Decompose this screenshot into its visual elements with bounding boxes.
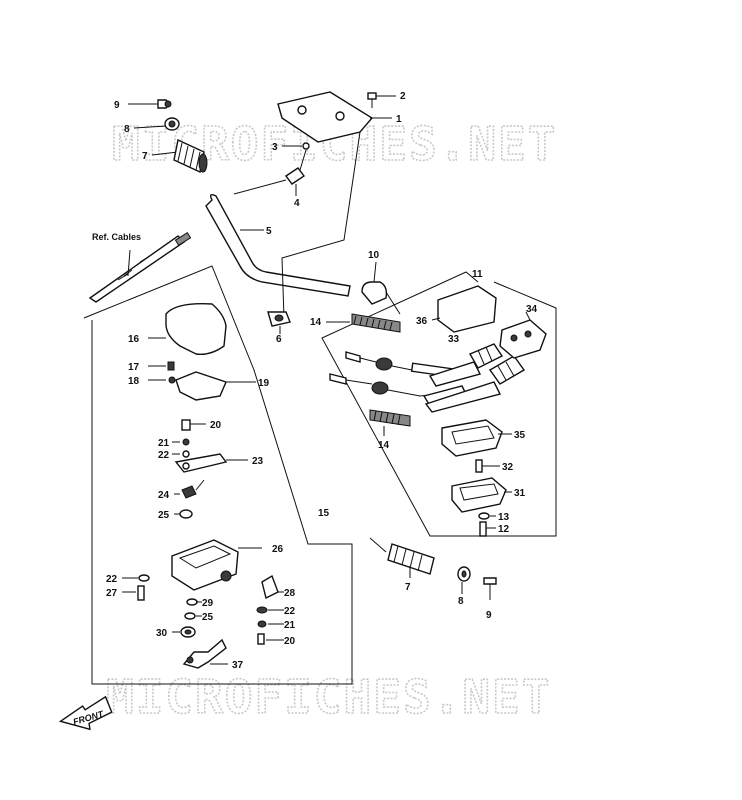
callout-16: 16 [128,334,140,345]
callout-14-bottom: 14 [378,440,390,451]
callout-21-bottom: 21 [284,620,296,631]
callout-10: 10 [368,250,380,261]
watermark-bottom: MICROFICHES.NET [106,670,551,724]
handlebar-5 [205,179,351,297]
washer-13 [478,512,496,520]
screw-32 [475,459,500,473]
callout-19: 19 [258,378,270,389]
callout-7-left: 7 [142,151,148,162]
screw-12 [479,521,496,537]
callout-30: 30 [156,628,168,639]
washer-21-bottom [257,620,284,628]
callout-9-right: 9 [486,610,492,621]
frame-15 [83,265,353,685]
cable-adjuster-4 [284,149,307,196]
washer-22-right [256,606,284,614]
spring-29 [186,598,202,606]
washer-3 [282,142,310,150]
callout-22-top: 22 [158,450,170,461]
screw-20-bottom [257,633,284,645]
bushing-30 [172,626,196,638]
tube-14-top [326,313,401,333]
screw-17 [148,361,175,371]
callout-25-top: 25 [158,510,170,521]
callout-18: 18 [128,376,140,387]
front-arrow-icon: FRONT [58,695,113,731]
handlebar-holder-1 [277,91,392,143]
callout-1: 1 [396,114,402,125]
callout-13: 13 [498,512,510,523]
ref-cables-label: Ref. Cables [92,232,141,242]
rubber-boot-33 [424,343,526,413]
callout-22-right: 22 [284,606,296,617]
washer-18 [148,376,176,384]
bolt-2 [367,92,396,108]
callout-5: 5 [266,226,272,237]
callout-31: 31 [514,488,526,499]
throttle-lever-37 [182,638,228,669]
callout-15: 15 [318,508,330,519]
washer-22-left [122,574,150,582]
callout-3: 3 [272,142,278,153]
right-bar-end-weight-8 [457,566,471,594]
callout-35: 35 [514,430,526,441]
callout-6: 6 [276,334,282,345]
callout-22-left: 22 [106,574,118,585]
callout-33: 33 [448,334,460,345]
washer-22-top [172,450,190,458]
screw-27 [122,585,145,601]
callout-29: 29 [202,598,214,609]
reference-cables [88,232,192,303]
cover-16 [148,303,227,356]
washer-21-top [172,438,190,446]
left-grip-7 [151,138,208,174]
callout-8-right: 8 [458,596,464,607]
tube-14-bottom [369,409,411,436]
callout-37: 37 [232,660,244,671]
clip-10 [361,261,401,315]
callout-11: 11 [472,269,483,280]
callout-9-left: 9 [114,100,120,111]
bar-end-bolt-9 [128,99,172,109]
switch-housing-26 [171,539,262,591]
callout-20-bottom: 20 [284,636,296,647]
callout-25-bottom: 25 [202,612,214,623]
washer-25-top [174,509,193,519]
switch-housing-lower-31 [451,477,512,513]
callout-32: 32 [502,462,514,473]
callout-7-right: 7 [405,582,411,593]
lever-28 [261,574,284,600]
right-bar-end-bolt-9 [483,577,497,600]
callout-34: 34 [526,304,538,315]
callout-27: 27 [106,588,118,599]
callout-26: 26 [272,544,284,555]
bar-end-weight-8 [133,117,180,131]
callout-24: 24 [158,490,170,501]
callout-23: 23 [252,456,264,467]
washer-25-bottom [184,612,202,620]
callout-21-top: 21 [158,438,170,449]
nut-24 [174,479,205,499]
frame-11 [321,271,557,537]
callout-28: 28 [284,588,296,599]
callout-12: 12 [498,524,510,535]
switch-housing-upper-35 [441,419,512,457]
bracket-6 [267,311,291,334]
callout-14-top: 14 [310,317,322,328]
screw-20-top [181,419,206,431]
switch-block-36 [431,285,497,333]
bracket-23 [174,453,248,473]
callout-8-left: 8 [124,124,130,135]
switch-cover-34 [499,311,547,359]
callout-2: 2 [400,91,406,102]
gasket-19 [175,371,256,401]
callout-20-top: 20 [210,420,222,431]
callout-36: 36 [416,316,428,327]
callout-4: 4 [294,198,300,209]
callout-17: 17 [128,362,140,373]
right-grip-7 [369,537,435,578]
